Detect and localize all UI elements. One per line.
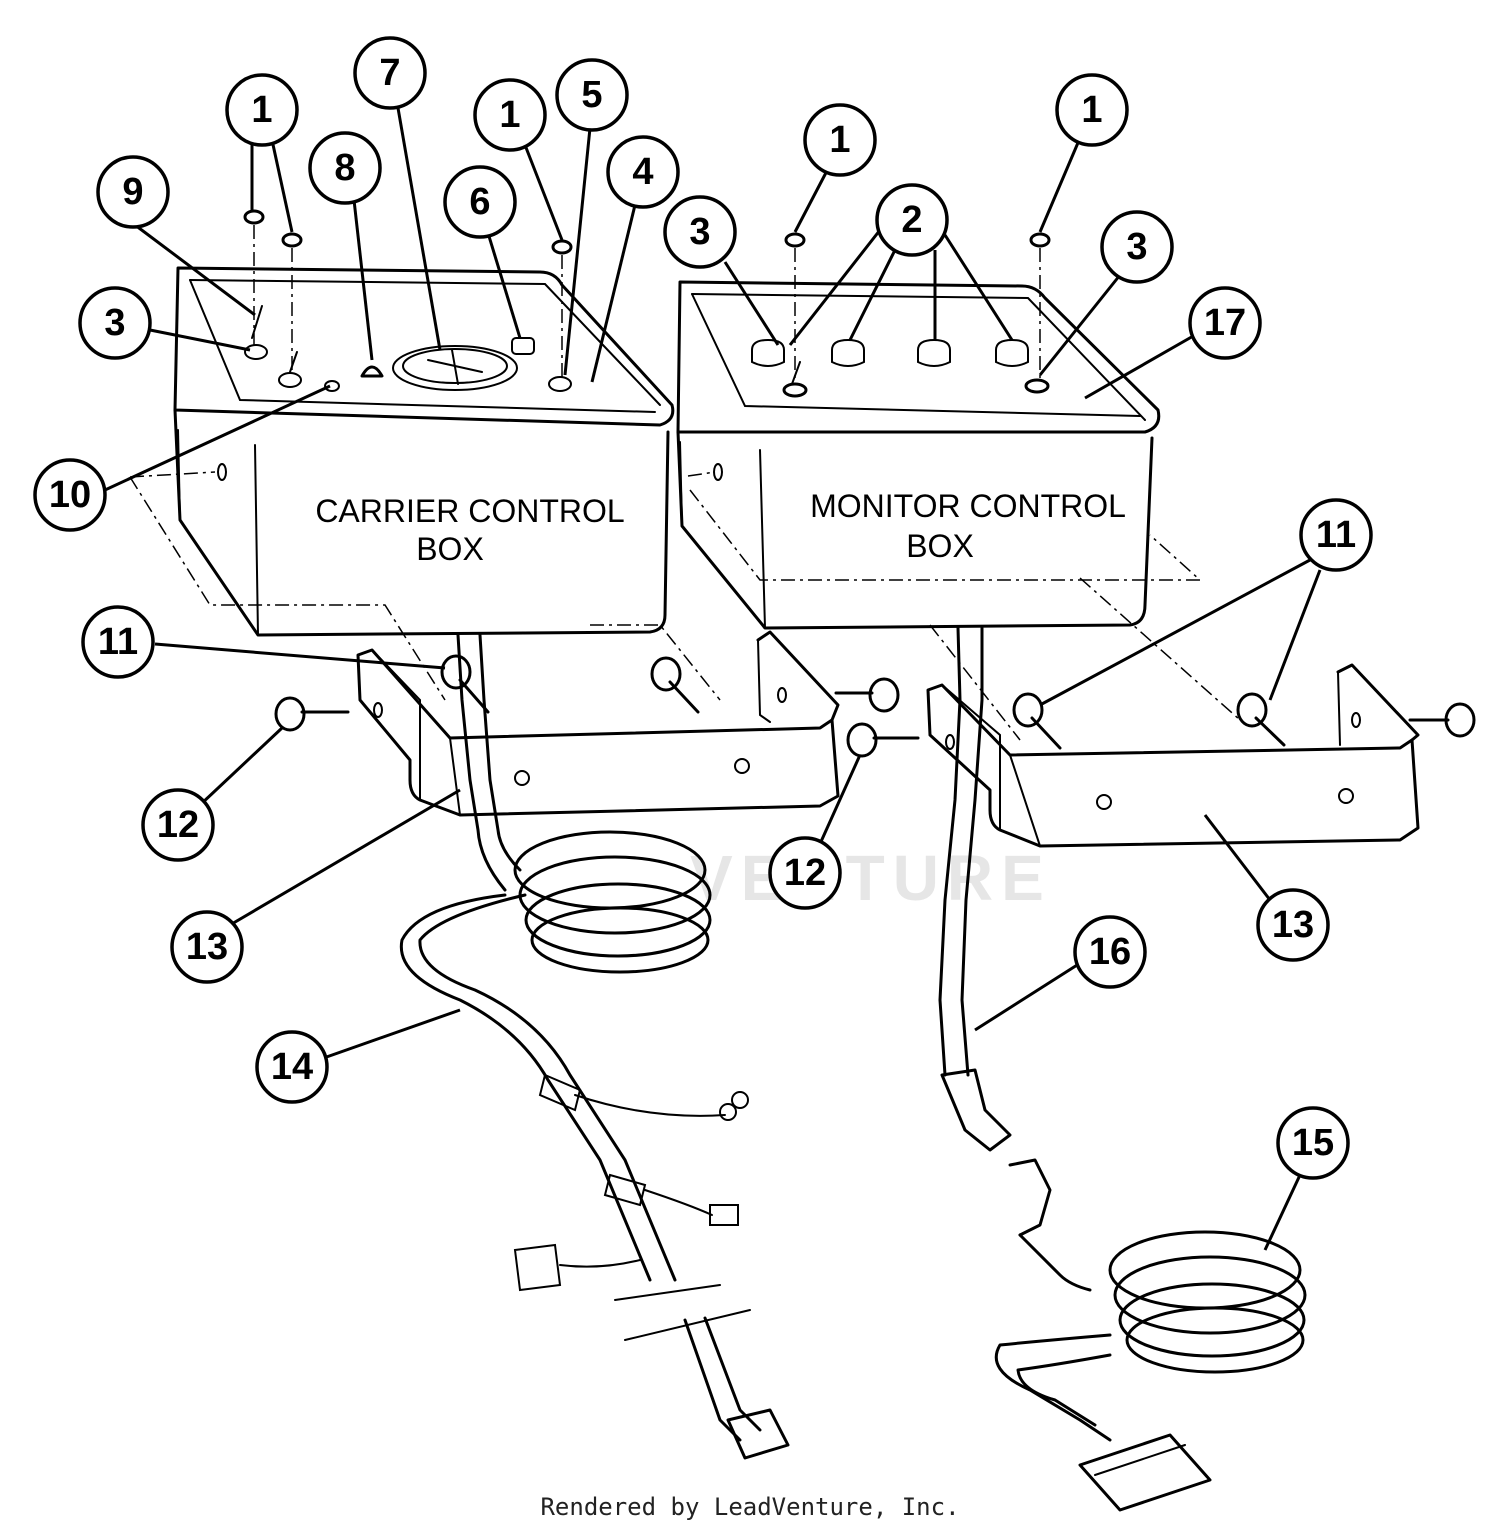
monitor-control-box: [676, 232, 1241, 741]
callout-8: 8: [308, 131, 382, 205]
svg-text:8: 8: [334, 147, 355, 189]
callout-13: 13: [1256, 888, 1330, 962]
svg-text:1: 1: [499, 94, 520, 136]
svg-text:1: 1: [829, 119, 850, 161]
callout-1: 1: [225, 73, 299, 147]
svg-text:5: 5: [581, 74, 602, 116]
svg-text:2: 2: [901, 199, 922, 241]
callout-1: 1: [803, 103, 877, 177]
svg-text:1: 1: [251, 89, 272, 131]
svg-text:16: 16: [1089, 931, 1131, 973]
carrier-box-label-line2: BOX: [416, 531, 484, 567]
callout-4: 4: [606, 135, 680, 209]
callout-7: 7: [353, 36, 427, 110]
callout-3: 3: [78, 286, 152, 360]
callout-15: 15: [1276, 1106, 1350, 1180]
carrier-box-label-line1: CARRIER CONTROL: [315, 493, 624, 529]
monitor-cable: [938, 626, 1052, 1237]
svg-text:3: 3: [104, 302, 125, 344]
callout-14: 14: [255, 1030, 329, 1104]
callout-2: 2: [875, 183, 949, 257]
callout-12: 12: [768, 836, 842, 910]
callout-12: 12: [141, 788, 215, 862]
callout-10: 10: [33, 458, 107, 532]
leader-lines: [104, 107, 1322, 1251]
svg-text:13: 13: [1272, 904, 1314, 946]
svg-text:3: 3: [1126, 226, 1147, 268]
svg-text:6: 6: [469, 181, 490, 223]
callout-11: 11: [81, 605, 155, 679]
svg-text:10: 10: [49, 474, 91, 516]
callout-1: 1: [1055, 73, 1129, 147]
carrier-wiring-harness: [399, 633, 790, 1460]
monitor-mounting-bracket: [846, 663, 1476, 848]
svg-text:15: 15: [1292, 1122, 1334, 1164]
callout-16: 16: [1073, 915, 1147, 989]
svg-text:7: 7: [379, 52, 400, 94]
render-credit: Rendered by LeadVenture, Inc.: [540, 1493, 960, 1521]
callout-1: 1: [473, 78, 547, 152]
svg-text:4: 4: [632, 151, 653, 193]
callout-13: 13: [170, 910, 244, 984]
svg-text:11: 11: [98, 621, 138, 663]
svg-text:12: 12: [784, 852, 826, 894]
callouts: 1 1 1 1 2 3 3 3 4 5 6 7 8 9 10 11 11 12 …: [33, 36, 1373, 1180]
callout-6: 6: [443, 165, 517, 239]
callout-5: 5: [555, 58, 629, 132]
carrier-control-box: [129, 209, 721, 701]
carrier-mounting-bracket: [274, 630, 900, 817]
callout-3: 3: [663, 195, 737, 269]
callout-11: 11: [1299, 498, 1373, 572]
svg-text:11: 11: [1316, 514, 1356, 556]
coiled-cord: [994, 1230, 1307, 1512]
svg-text:12: 12: [157, 804, 199, 846]
svg-text:14: 14: [271, 1046, 313, 1088]
callout-17: 17: [1188, 286, 1262, 360]
watermark-text: VENTURE: [690, 842, 1052, 914]
svg-text:13: 13: [186, 926, 228, 968]
svg-text:17: 17: [1204, 302, 1246, 344]
monitor-box-label-line2: BOX: [906, 528, 974, 564]
callout-3: 3: [1100, 210, 1174, 284]
callout-9: 9: [96, 155, 170, 229]
monitor-box-label-line1: MONITOR CONTROL: [810, 488, 1126, 524]
svg-text:3: 3: [689, 211, 710, 253]
svg-text:1: 1: [1081, 89, 1102, 131]
svg-text:9: 9: [122, 171, 143, 213]
